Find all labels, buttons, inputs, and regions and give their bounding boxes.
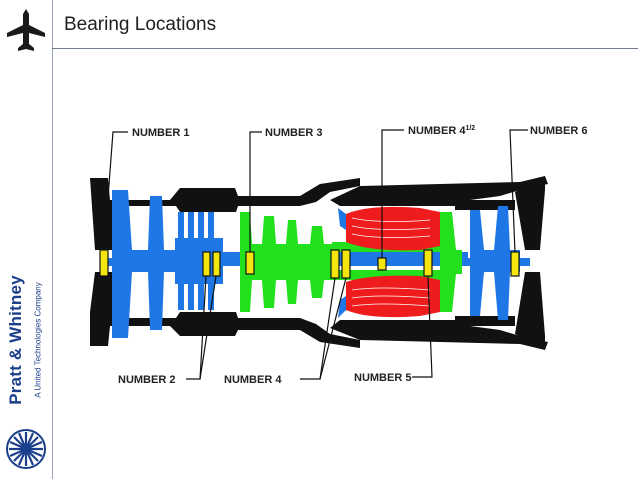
- bearing-1: [99, 249, 109, 277]
- bearing-3: [245, 251, 255, 275]
- eagle-logo-icon: [6, 429, 46, 469]
- label-number-2: NUMBER 2: [118, 374, 175, 386]
- bearing-6: [510, 251, 520, 277]
- label-number-1: NUMBER 1: [132, 127, 189, 139]
- airplane-icon: [7, 9, 45, 51]
- label-number-6: NUMBER 6: [530, 125, 587, 137]
- label-number-4: NUMBER 4: [224, 374, 282, 386]
- bearings: [99, 249, 520, 279]
- label-number-3: NUMBER 3: [265, 127, 322, 139]
- combustion-chamber: [338, 206, 440, 318]
- bearing-4half: [377, 257, 387, 271]
- bearing-5: [423, 249, 433, 277]
- label-number-4-half: NUMBER 41/2: [408, 125, 475, 137]
- leader-lines: [103, 129, 528, 380]
- label-number-5: NUMBER 5: [354, 372, 411, 384]
- bearing-4b: [341, 249, 351, 279]
- bearing-4a: [330, 249, 340, 279]
- title-divider: [52, 48, 638, 49]
- bearing-2a: [202, 251, 211, 277]
- engine-casing: [90, 176, 548, 350]
- sidebar: Pratt & Whitney A United Technologies Co…: [0, 0, 53, 479]
- bearing-2b: [212, 251, 221, 277]
- page-title: Bearing Locations: [64, 14, 217, 35]
